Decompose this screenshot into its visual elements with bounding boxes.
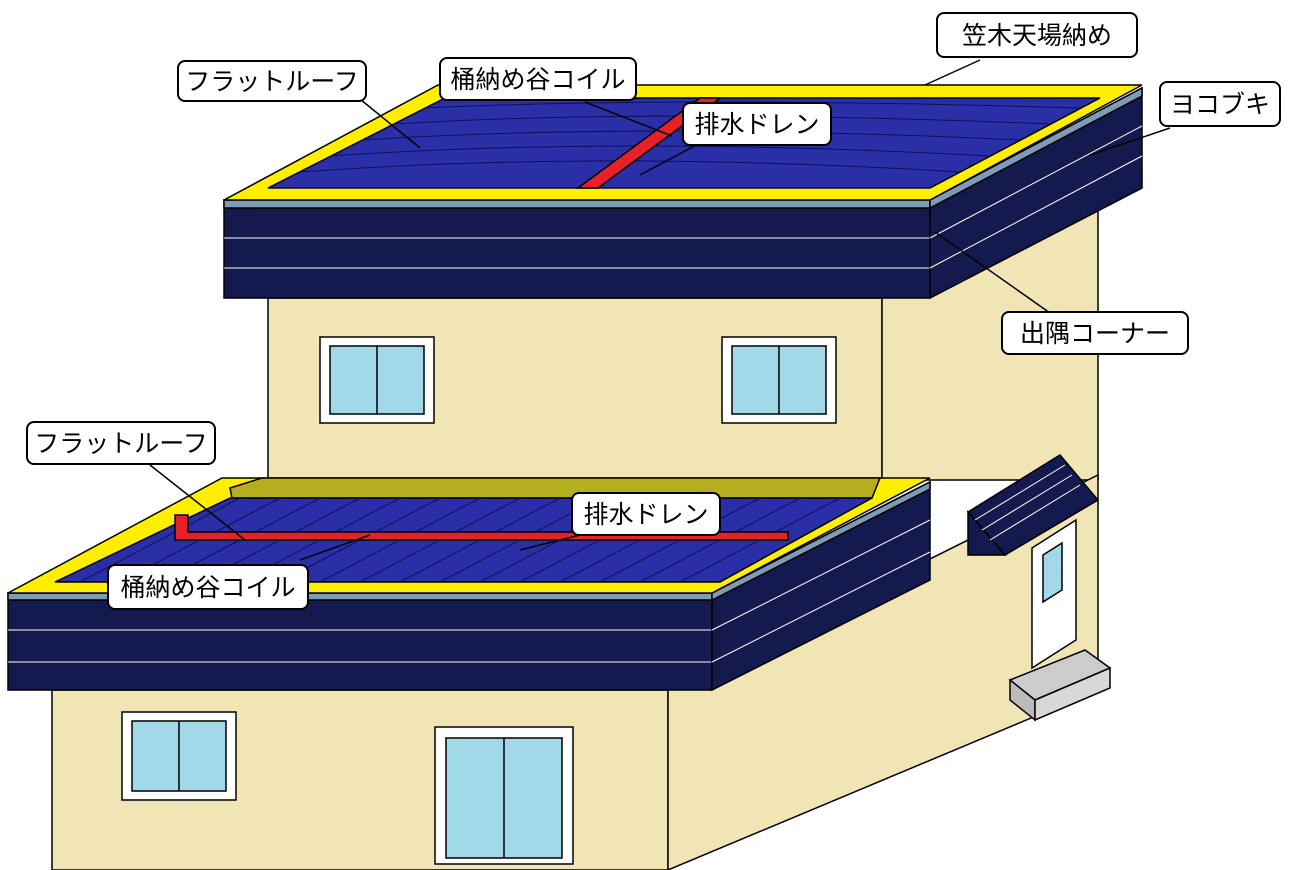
- svg-text:桶納め谷コイル: 桶納め谷コイル: [450, 65, 625, 94]
- svg-text:ヨコブキ: ヨコブキ: [1170, 90, 1270, 119]
- label-drain-lower: 排水ドレン: [571, 492, 721, 536]
- svg-text:排水ドレン: 排水ドレン: [694, 110, 819, 139]
- label-flat-roof-lower: フラットルーフ: [26, 421, 216, 465]
- lower-window-left: [121, 711, 237, 801]
- svg-text:フラットルーフ: フラットルーフ: [185, 67, 359, 96]
- upper-window-left: [319, 336, 435, 424]
- entry-door-window: [1042, 541, 1063, 604]
- label-yokobuki: ヨコブキ: [1159, 81, 1281, 127]
- label-toi-upper: 桶納め谷コイル: [439, 57, 637, 101]
- door-canopy-front: [967, 509, 1007, 556]
- upper-fascia-front: [223, 199, 931, 299]
- label-drain-upper: 排水ドレン: [682, 102, 832, 146]
- label-flat-roof-upper: フラットルーフ: [177, 60, 367, 102]
- svg-text:笠木天場納め: 笠木天場納め: [962, 21, 1112, 50]
- upper-window-right: [721, 336, 837, 424]
- svg-text:出隅コーナー: 出隅コーナー: [1020, 319, 1170, 348]
- label-toi-lower: 桶納め谷コイル: [107, 564, 309, 610]
- svg-text:桶納め谷コイル: 桶納め谷コイル: [120, 573, 295, 602]
- label-kasagi: 笠木天場納め: [936, 12, 1138, 58]
- svg-text:フラットルーフ: フラットルーフ: [34, 429, 208, 458]
- lower-window-center: [434, 726, 574, 865]
- svg-text:排水ドレン: 排水ドレン: [583, 500, 708, 529]
- lower-parapet-strip: [229, 477, 882, 499]
- label-dezumi: 出隅コーナー: [1001, 311, 1189, 355]
